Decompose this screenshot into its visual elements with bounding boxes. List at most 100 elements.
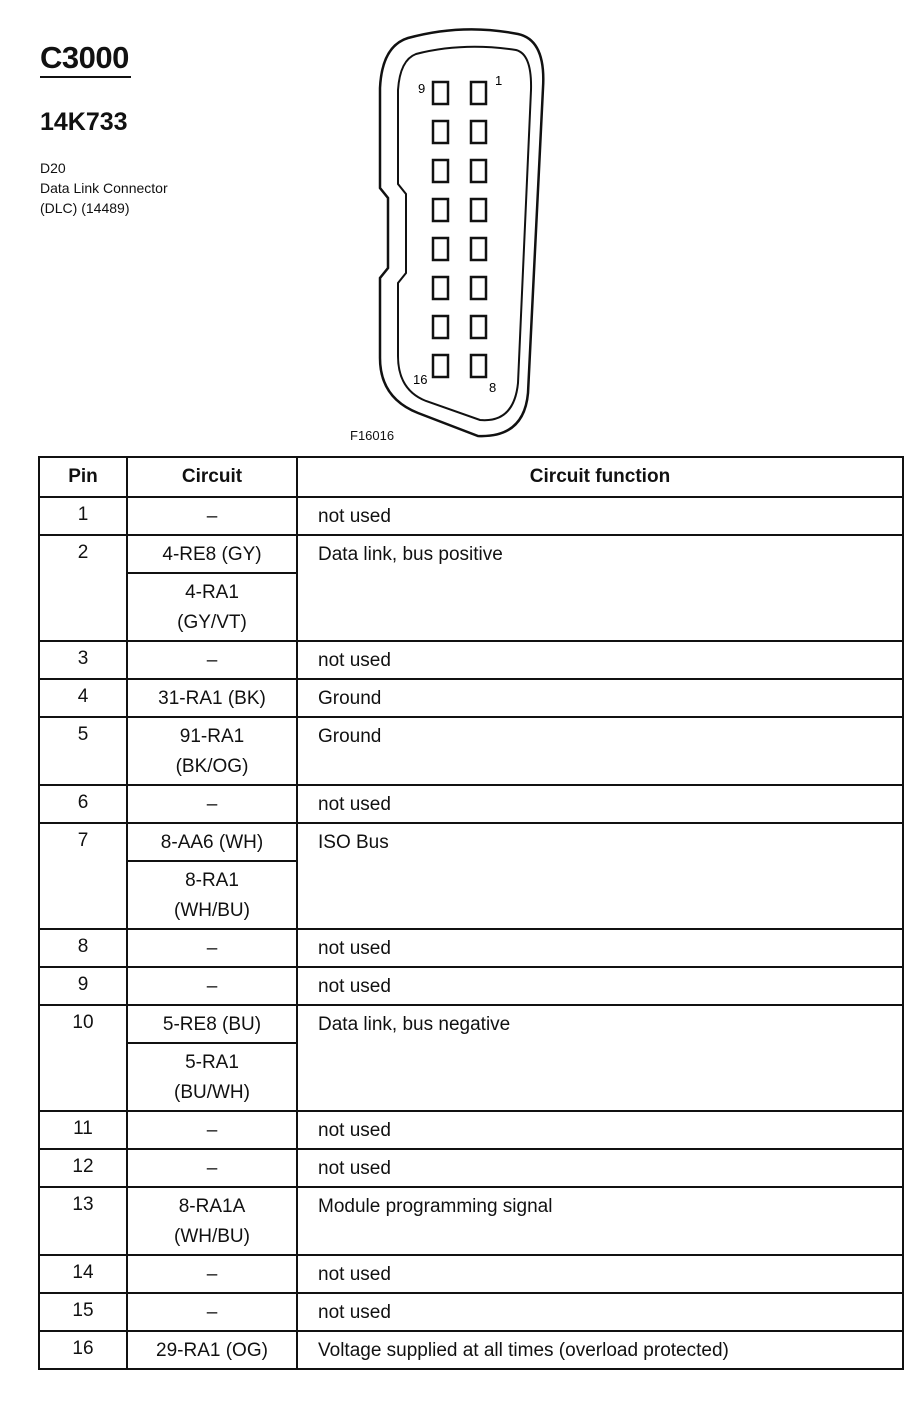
circuit-line: 91-RA1 [179, 726, 245, 747]
pin-socket [431, 80, 450, 106]
pin-number: 16 [38, 1330, 128, 1369]
circuit-function: Data link, bus positive [296, 534, 904, 641]
circuit-line: – [206, 1302, 218, 1323]
pin-socket [431, 353, 450, 379]
circuit-line: – [206, 976, 218, 997]
circuit-line: (WH/BU) [174, 1226, 250, 1247]
circuit-code: 31-RA1 (BK) [126, 678, 298, 717]
circuit-code: 8-RA1A(WH/BU) [126, 1186, 298, 1255]
pin-socket [469, 80, 488, 106]
pin-number: 9 [38, 966, 128, 1005]
circuit-code: – [126, 1148, 298, 1187]
pin-number: 14 [38, 1254, 128, 1293]
part-number: 14K733 [40, 108, 128, 136]
pin-socket [469, 119, 488, 145]
circuit-line: 29-RA1 (OG) [156, 1340, 268, 1361]
circuit-function: Module programming signal [296, 1186, 904, 1255]
circuit-code: – [126, 928, 298, 967]
circuit-function: not used [296, 1148, 904, 1187]
table-row: 8 – not used [38, 928, 904, 967]
circuit-code: – [126, 640, 298, 679]
table-row: 6–not used [38, 784, 904, 823]
circuit-function: not used [296, 1254, 904, 1293]
pin-socket [431, 275, 450, 301]
connector-face-diagram: 9 1 16 8 [378, 28, 545, 438]
circuit-function: not used [296, 928, 904, 967]
circuit-code: 8-AA6 (WH) [126, 822, 298, 861]
pin-socket [431, 236, 450, 262]
location-code: D20 [40, 160, 66, 176]
circuit-line: – [206, 650, 218, 671]
circuit-code: 5-RE8 (BU) [126, 1004, 298, 1043]
circuit-line: (GY/VT) [177, 612, 247, 633]
pin-label-bottom-right: 8 [489, 380, 496, 395]
circuit-code: 4-RE8 (GY) [126, 534, 298, 573]
pin-grid [431, 80, 488, 379]
table-row: 5 91-RA1 (BK/OG) Ground [38, 716, 904, 785]
pin-label-bottom-left: 16 [413, 372, 427, 387]
circuit-code: – [126, 1110, 298, 1149]
circuit-code: – [126, 1254, 298, 1293]
circuit-code: 4-RA1 (GY/VT) [126, 572, 298, 641]
circuit-code: 91-RA1 (BK/OG) [126, 716, 298, 785]
pin-number: 13 [38, 1186, 128, 1255]
circuit-code: 5-RA1(BU/WH) [126, 1042, 298, 1111]
pin-number: 10 [38, 1004, 128, 1111]
circuit-code: – [126, 784, 298, 823]
table-header-row: Pin Circuit Circuit function [38, 456, 904, 498]
pin-number: 5 [38, 716, 128, 785]
circuit-line: (BU/WH) [174, 1082, 250, 1103]
pin-socket [469, 353, 488, 379]
circuit-function: Voltage supplied at all times (overload … [296, 1330, 904, 1369]
pin-number: 12 [38, 1148, 128, 1187]
pin-number: 6 [38, 784, 128, 823]
circuit-line: 8-AA6 (WH) [160, 832, 264, 853]
connector-outer-shell [378, 28, 545, 438]
pin-number: 11 [38, 1110, 128, 1149]
circuit-line: (WH/BU) [174, 900, 250, 921]
pin-number: 8 [38, 928, 128, 967]
circuit-function: Ground [296, 716, 904, 785]
pin-socket [469, 314, 488, 340]
circuit-line: (BK/OG) [175, 756, 249, 777]
pin-number: 4 [38, 678, 128, 717]
pin-socket [431, 197, 450, 223]
table-row: 12 – not used [38, 1148, 904, 1187]
circuit-line: 31-RA1 (BK) [158, 688, 266, 709]
pin-label-top-left: 9 [418, 81, 425, 96]
circuit-code: – [126, 966, 298, 1005]
circuit-function: not used [296, 784, 904, 823]
circuit-code: – [126, 1292, 298, 1331]
connector-name-detail: (DLC) (14489) [40, 200, 130, 216]
figure-label: F16016 [350, 428, 395, 443]
circuit-line: 4-RA1 [185, 582, 239, 603]
circuit-line: – [206, 1264, 218, 1285]
header-circuit: Circuit [126, 456, 298, 498]
circuit-line: 4-RE8 (GY) [162, 544, 262, 565]
circuit-line: – [206, 938, 218, 959]
circuit-line: 8-RA1 [185, 870, 239, 891]
table-row: 1–not used [38, 496, 904, 535]
circuit-line: – [206, 1158, 218, 1179]
pin-number: 1 [38, 496, 128, 535]
pin-label-top-right: 1 [495, 73, 502, 88]
circuit-function: Data link, bus negative [296, 1004, 904, 1111]
circuit-function: not used [296, 640, 904, 679]
pin-socket [431, 119, 450, 145]
pin-socket [469, 275, 488, 301]
circuit-function: not used [296, 496, 904, 535]
table-row: 16 29-RA1 (OG) Voltage supplied at all tim… [38, 1330, 904, 1369]
circuit-function: ISO Bus [296, 822, 904, 929]
header-circuit-function: Circuit function [296, 456, 904, 498]
pin-socket [431, 158, 450, 184]
table-row: 3–not used [38, 640, 904, 679]
connector-name: Data Link Connector [40, 180, 168, 196]
pin-socket [469, 197, 488, 223]
table-row: 5-RA1(BU/WH) [39, 1042, 903, 1111]
